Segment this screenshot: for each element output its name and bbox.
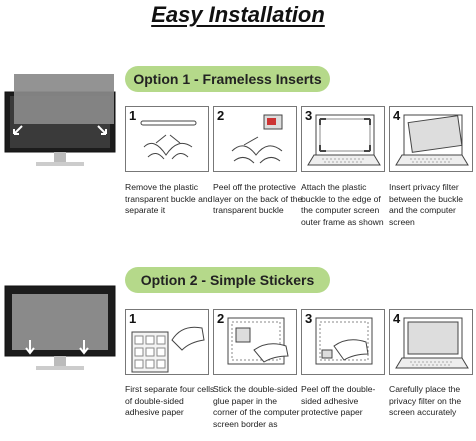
option2-step-1-caption: First separate four cells of double-side… (125, 384, 215, 417)
option1-step-2-illustration: 2 (213, 106, 297, 172)
option1-step-1-caption: Remove the plastic transparent buckle an… (125, 182, 213, 215)
monitor-illustration-frameless (0, 70, 120, 170)
option2-step-3-illustration: 3 (301, 309, 385, 375)
option1-step-3-caption: Attach the plastic buckle to the edge of… (301, 182, 384, 227)
option2-step-4-caption: Carefully place the privacy filter on th… (389, 384, 462, 417)
option2-label: Option 2 - Simple Stickers (125, 267, 330, 293)
option2-step-2-illustration: 2 (213, 309, 297, 375)
option1-step-2-caption: Peel off the protective layer on the bac… (213, 182, 303, 215)
monitor-illustration-stickers (0, 280, 120, 380)
option1-step-4-illustration: 4 (389, 106, 473, 172)
option1-step-1-illustration: 1 (125, 106, 209, 172)
option1-step-3-illustration: 3 (301, 106, 385, 172)
option2-step-4-illustration: 4 (389, 309, 473, 375)
option2-step-3-caption: Peel off the double-sided adhesive prote… (301, 384, 376, 417)
option1-label: Option 1 - Frameless Inserts (125, 66, 330, 92)
option2-step-2-caption: Stick the double-sided glue paper in the… (213, 384, 300, 429)
option1-step-4-caption: Insert privacy filter between the buckle… (389, 182, 464, 227)
option2-step-1-illustration: 1 (125, 309, 209, 375)
page-title: Easy Installation (151, 2, 325, 27)
